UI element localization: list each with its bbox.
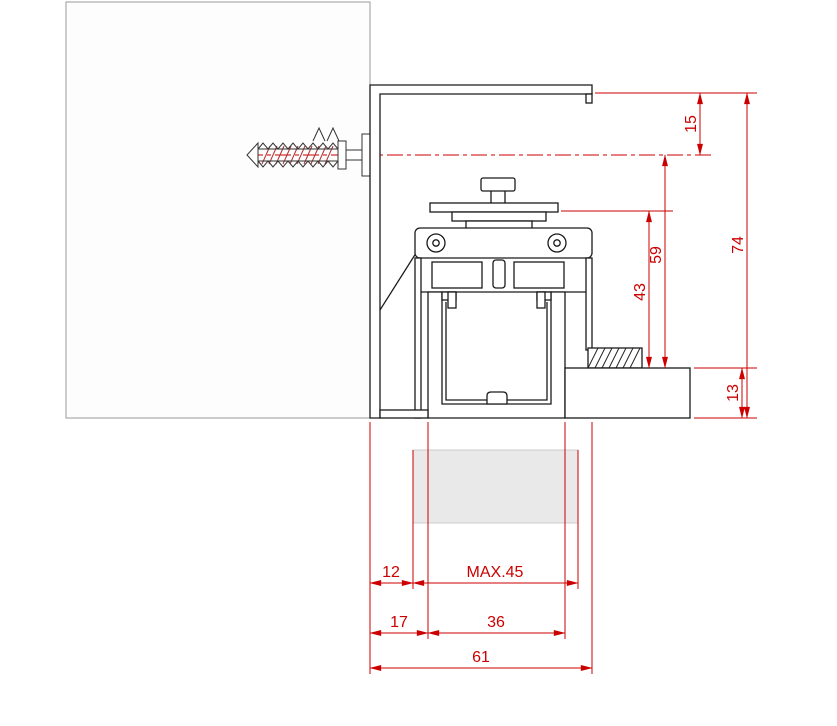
dim-label-36: 36 xyxy=(487,614,505,631)
screw-boss-left xyxy=(426,233,446,253)
dim-label-43: 43 xyxy=(632,283,649,301)
dimension-15: 15 xyxy=(683,92,703,156)
channel-liner xyxy=(445,302,548,401)
anchor-tip xyxy=(246,141,259,169)
screw-boss-right xyxy=(547,233,567,253)
dimension-43: 43 xyxy=(632,210,652,369)
channel-lip-right-hook xyxy=(536,291,546,309)
profile-header xyxy=(414,227,593,259)
dimension-74: 74 xyxy=(730,92,750,419)
bottom-closure-plate xyxy=(379,409,429,419)
screw-boss-left-bore xyxy=(432,239,440,247)
dim-label-59: 59 xyxy=(648,246,665,264)
anchor-fin-left xyxy=(312,126,326,142)
bracket-lip xyxy=(585,93,593,104)
profile-chamber-left xyxy=(431,261,483,289)
clamp-block-upper xyxy=(451,211,547,222)
mounting-bracket xyxy=(369,84,593,419)
dim-label-74: 74 xyxy=(730,236,747,254)
dim-label-12: 12 xyxy=(382,564,400,581)
profile-chamber-right xyxy=(513,261,565,289)
door-panel xyxy=(412,449,579,524)
profile-extrusion xyxy=(379,227,593,419)
hanger-bolt-assembly xyxy=(429,177,559,230)
profile-left-wall xyxy=(414,257,422,419)
dim-label-61: 61 xyxy=(472,649,490,666)
track-ridge xyxy=(486,391,508,405)
dim-label-max45: MAX.45 xyxy=(467,564,524,581)
dimension-17: 17 xyxy=(369,614,429,636)
center-screw-slot xyxy=(492,259,506,289)
bottom-assembly xyxy=(564,347,691,419)
dimension-61: 61 xyxy=(369,649,593,671)
carriage-plate xyxy=(429,202,559,213)
bottom-fixing-bar xyxy=(564,367,691,419)
dimension-12: 12 xyxy=(369,564,414,586)
anchor-collar xyxy=(337,140,347,170)
dimension-59: 59 xyxy=(648,154,668,369)
anchor-fin-right xyxy=(326,126,340,142)
dimension-13: 13 xyxy=(725,367,745,419)
dim-label-15: 15 xyxy=(683,115,700,133)
dimension-max45: MAX.45 xyxy=(412,564,579,586)
channel-lip-left-hook xyxy=(447,291,457,309)
dimension-36: 36 xyxy=(427,614,566,636)
dim-label-13: 13 xyxy=(725,384,742,402)
dim-label-17: 17 xyxy=(390,614,408,631)
gasket-hatch xyxy=(587,347,641,369)
wall-section xyxy=(65,1,371,419)
screw-boss-right-bore xyxy=(553,239,561,247)
profile-right-wall xyxy=(585,257,593,351)
hanger-bolt-head xyxy=(480,177,516,192)
